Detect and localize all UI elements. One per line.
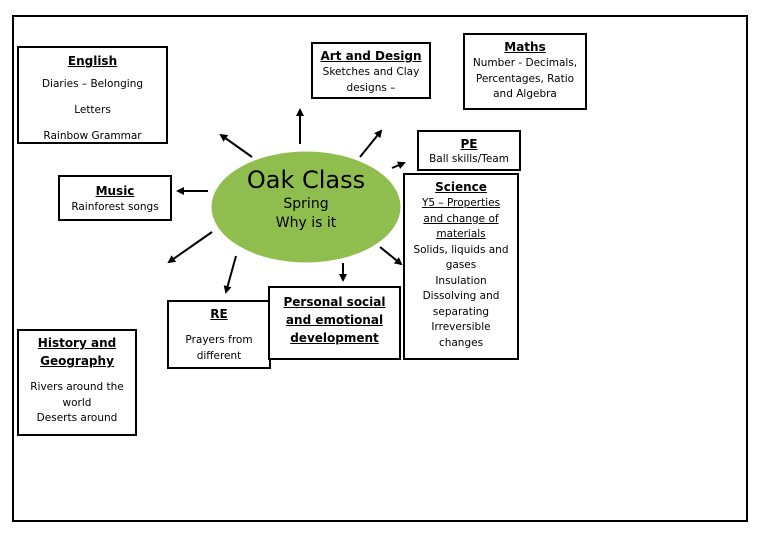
english-line: Rainbow Grammar (43, 130, 142, 142)
science-topic-line: and change of (423, 212, 499, 225)
center-title: Oak Class (246, 166, 366, 194)
pe-title: PE (460, 137, 478, 151)
history-geography-title: History and (37, 336, 117, 350)
arrow-to-re (223, 255, 237, 294)
pse-title: and emotional (285, 313, 384, 327)
maths-line: Number - Decimals, (472, 57, 578, 69)
science-box: Science Y5 – Properties and change of ma… (403, 173, 519, 360)
page-frame (12, 15, 748, 522)
maths-box: Maths Number - Decimals, Percentages, Ra… (463, 33, 587, 110)
arrow-to-english (219, 133, 253, 158)
re-line: different (196, 349, 242, 362)
science-line: changes (438, 336, 484, 349)
science-line: separating (432, 305, 490, 318)
english-title: English (67, 54, 118, 68)
music-line: Rainforest songs (71, 201, 159, 213)
history-geography-title: Geography (40, 354, 114, 368)
science-line: Insulation (435, 274, 487, 287)
art-design-line: designs – (346, 81, 396, 94)
art-design-line: Sketches and Clay (322, 66, 420, 78)
english-box: English Diaries – Belonging Letters Rain… (17, 46, 168, 144)
center-label: Oak Class Spring Why is it (210, 165, 402, 233)
re-box: RE Prayers from different (167, 300, 271, 369)
pse-title: development (290, 331, 379, 345)
history-geography-line: world (62, 396, 92, 409)
maths-line: Percentages, Ratio (475, 72, 575, 85)
history-geography-line: Rivers around the (30, 381, 124, 393)
history-geography-line: Deserts around (36, 412, 118, 424)
maths-line: and Algebra (493, 88, 557, 100)
art-design-title: Art and Design (320, 49, 422, 63)
arrow-to-pe (391, 161, 406, 169)
english-line: Letters (74, 104, 111, 116)
arrow-to-history (167, 231, 213, 264)
science-line: Solids, liquids and (413, 243, 509, 256)
pse-box: Personal social and emotional developmen… (268, 286, 401, 360)
re-line: Prayers from (185, 334, 253, 346)
science-line: gases (445, 259, 477, 271)
center-subtitle-1: Spring (283, 196, 329, 212)
science-topic-line: Y5 – Properties (421, 197, 501, 209)
center-subtitle-2: Why is it (275, 215, 337, 231)
arrow-to-maths (359, 129, 383, 158)
pe-box: PE Ball skills/Team (417, 130, 521, 171)
science-line: Irreversible (431, 321, 491, 333)
pse-title: Personal social (283, 295, 386, 309)
science-title: Science (435, 180, 487, 194)
english-line: Diaries – Belonging (41, 78, 144, 90)
center-ellipse (208, 148, 404, 266)
art-design-box: Art and Design Sketches and Clay designs… (311, 42, 431, 99)
science-topic-line: materials (436, 228, 486, 240)
re-title: RE (210, 307, 228, 321)
maths-title: Maths (504, 40, 546, 54)
arrow-to-science (379, 246, 403, 266)
music-title: Music (95, 184, 135, 198)
pe-line: Ball skills/Team (429, 153, 509, 165)
music-box: Music Rainforest songs (58, 175, 172, 221)
history-geography-box: History and Geography Rivers around the … (17, 329, 137, 436)
science-line: Dissolving and (422, 290, 500, 302)
